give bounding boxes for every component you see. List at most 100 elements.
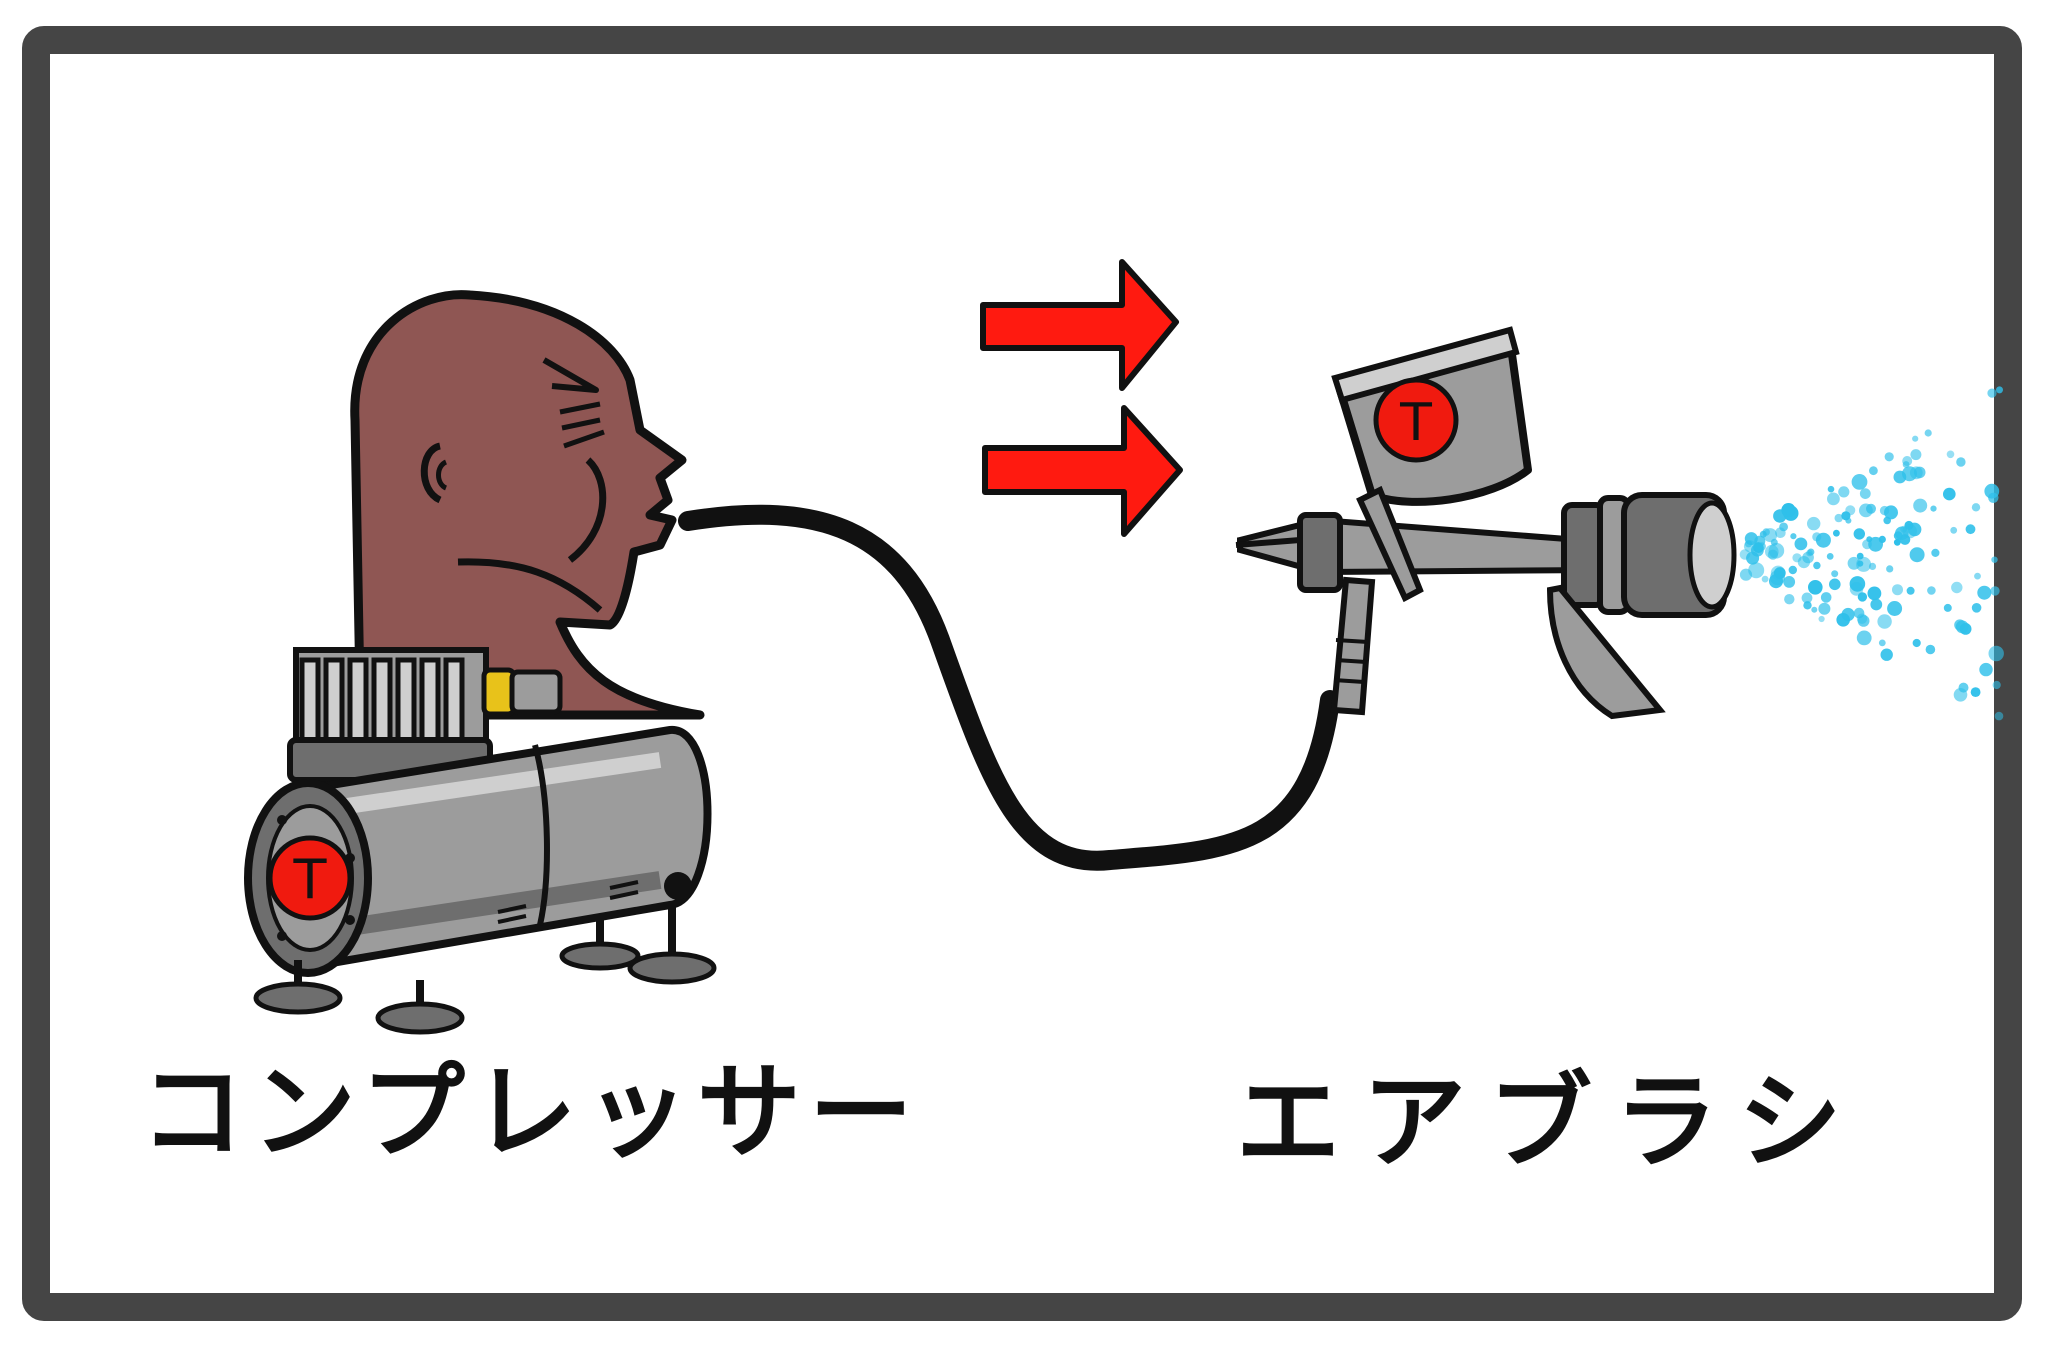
spray-dot — [1924, 429, 1932, 437]
air-hose — [678, 504, 1340, 871]
spray-dot — [1988, 645, 2004, 662]
spray-dot — [1779, 522, 1788, 532]
spray-dot — [1870, 598, 1883, 611]
spray-dot — [1746, 551, 1760, 565]
spray-dot — [1927, 586, 1936, 595]
spray-dot — [1820, 592, 1832, 603]
spray-dot — [1970, 687, 1981, 697]
air-compressor-icon: T — [244, 647, 717, 1035]
spray-dot — [1829, 578, 1841, 591]
t-logo-icon: T — [1399, 393, 1432, 453]
spray-dot — [1902, 466, 1917, 482]
spray-dot — [1868, 536, 1883, 552]
spray-dot — [1856, 613, 1868, 624]
spray-dot — [1880, 648, 1893, 661]
spray-dot — [1801, 592, 1813, 604]
spray-dot — [1992, 680, 2001, 690]
t-logo-icon: T — [293, 848, 328, 911]
spray-dot — [1818, 602, 1831, 615]
spray-dot — [1754, 535, 1766, 547]
spray-dot — [1831, 570, 1839, 578]
spray-dot — [1925, 644, 1936, 655]
spray-dot — [1811, 606, 1818, 613]
spray-dot — [1859, 488, 1871, 499]
spray-dot — [1807, 516, 1821, 531]
spray-dot — [1893, 538, 1901, 546]
spray-dot — [1827, 485, 1835, 493]
spray-dot — [1913, 498, 1928, 513]
spray-dot — [1763, 528, 1778, 543]
spray-dot — [1971, 603, 1982, 613]
spray-dot — [1956, 457, 1966, 467]
spray-dot — [1902, 524, 1917, 539]
spray-dot — [1906, 586, 1915, 595]
spray-dot — [1827, 492, 1840, 506]
spray-dot — [1977, 585, 1992, 600]
spray-dot — [1808, 580, 1823, 595]
spray-dot — [1884, 452, 1894, 462]
spray-dot — [1849, 582, 1864, 596]
spray-dot — [1783, 576, 1796, 588]
spray-dot — [1784, 594, 1795, 605]
spray-dot — [1984, 483, 2000, 499]
spray-dot — [1878, 639, 1886, 647]
spray-dot — [1841, 607, 1855, 622]
spray-dot — [1761, 575, 1769, 583]
spray-dot — [1887, 601, 1903, 616]
spray-dot — [1797, 556, 1810, 569]
spray-dot — [1971, 503, 1981, 512]
spray-dot — [1950, 526, 1958, 534]
spray-dot — [1886, 565, 1894, 573]
spray-dot — [1909, 547, 1925, 563]
spray-dot — [1833, 529, 1840, 537]
spray-dot — [1748, 562, 1765, 579]
spray-mist-icon — [1739, 386, 2004, 721]
spray-dot — [1965, 524, 1976, 535]
spray-dot — [1813, 561, 1821, 570]
spray-dot — [1803, 601, 1812, 610]
spray-dot — [1857, 560, 1864, 567]
spray-dot — [1946, 450, 1955, 459]
spray-dot — [1994, 711, 2004, 721]
spray-dot — [1856, 630, 1872, 646]
right-arrow-icon — [980, 259, 1183, 537]
spray-dot — [1790, 533, 1797, 540]
spray-dot — [1979, 662, 1993, 677]
spray-dot — [1884, 505, 1898, 520]
spray-dot — [1951, 581, 1963, 594]
spray-dot — [1958, 682, 1969, 693]
spray-dot — [1912, 435, 1919, 442]
spray-dot — [1853, 528, 1866, 540]
spray-dot — [1902, 461, 1910, 468]
spray-dot — [1996, 386, 2003, 394]
spray-dot — [1974, 572, 1981, 580]
spray-dot — [1834, 513, 1843, 523]
airbrush-icon: T — [1235, 326, 1737, 720]
spray-dot — [1877, 614, 1892, 629]
spray-dot — [1765, 544, 1779, 559]
spray-dot — [1987, 388, 1997, 398]
spray-dot — [1838, 486, 1850, 498]
compressor-label: コンプレッサー — [140, 1051, 921, 1173]
spray-dot — [1818, 615, 1825, 623]
spray-dot — [1990, 586, 2000, 596]
spray-dot — [1815, 532, 1831, 548]
spray-dot — [1851, 474, 1868, 490]
spray-dot — [1744, 540, 1753, 548]
spray-dot — [1991, 556, 1998, 563]
spray-dot — [1862, 539, 1872, 550]
spray-dot — [1867, 586, 1882, 601]
spray-dot — [1788, 565, 1798, 575]
spray-dot — [1869, 466, 1878, 476]
spray-dot — [1794, 537, 1808, 551]
spray-dot — [1930, 505, 1937, 512]
spray-dot — [1892, 584, 1903, 596]
spray-dot — [1841, 511, 1851, 521]
spray-dot — [1826, 553, 1834, 560]
spray-dot — [1910, 449, 1922, 461]
airbrush-label: エアブラシ — [1236, 1061, 1864, 1183]
blowing-head-icon — [350, 290, 705, 720]
spray-dot — [1912, 638, 1921, 648]
spray-dot — [1769, 574, 1783, 589]
